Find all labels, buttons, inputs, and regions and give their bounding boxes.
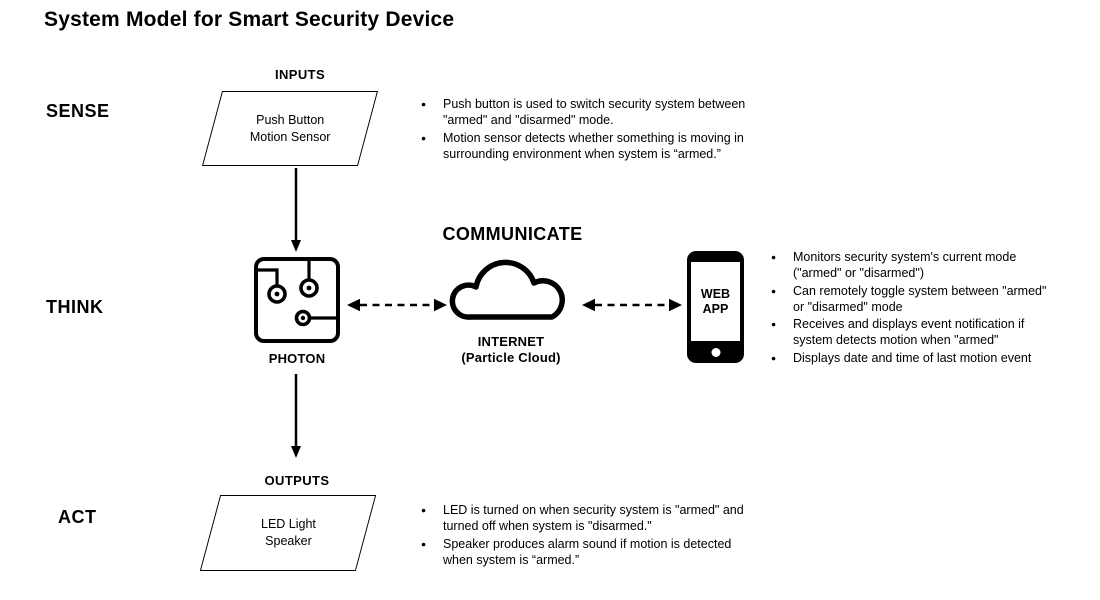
arrow-head-right [434,298,447,312]
bullet-item: Speaker produces alarm sound if motion i… [420,536,756,568]
communicate-heading: COMMUNICATE [442,224,583,244]
bullet-item: Motion sensor detects whether something … [420,130,756,162]
inputs-to-photon-arrow [291,168,301,252]
photon-internet-arrow [347,298,447,312]
arrow-head-left [582,298,595,312]
bullet-item: Push button is used to switch security s… [420,96,756,128]
bullet-item: Receives and displays event notification… [770,316,1058,348]
sense-bullet-list: Push button is used to switch security s… [420,96,756,163]
circuit-board-icon [254,257,340,343]
inputs-label: INPUTS [274,67,326,82]
arrow-head-left [347,298,360,312]
page-title: System Model for Smart Security Device [44,8,455,31]
bullet-item: LED is turned on when security system is… [420,502,756,534]
web-app-label: WEB APP [701,287,730,317]
outputs-label: OUTPUTS [264,473,330,488]
internet-label-line: INTERNET [477,334,545,349]
web-app-line-1: WEB [700,286,731,301]
cloud-icon [449,259,565,320]
inputs-line-2: Motion Sensor [249,129,331,144]
row-label-sense: SENSE [46,101,110,121]
phone-screen: WEB APP [691,262,740,341]
circuit-node-dot [300,315,306,321]
internet-label: INTERNET (Particle Cloud) [429,334,593,366]
bullet-item: Monitors security system's current mode … [770,249,1058,281]
inputs-line-1: Push Button [255,112,325,127]
web-app-line-2: APP [702,301,729,316]
act-bullet-list: LED is turned on when security system is… [420,502,756,569]
photon-label: PHOTON [268,351,326,366]
photon-to-outputs-arrow [291,374,301,458]
outputs-line-2: Speaker [264,534,312,548]
inputs-text: Push Button Motion Sensor [250,112,331,146]
circuit-trace [257,268,279,286]
home-button-dot [711,348,720,357]
circuit-node-dot [306,285,312,291]
arrow-head [291,240,301,252]
cloud-outline [449,259,565,320]
arrow-head [291,446,301,458]
arrow-head-right [669,298,682,312]
phone-icon: WEB APP [687,251,744,363]
internet-sublabel-line: (Particle Cloud) [461,350,561,365]
bullet-item: Can remotely toggle system between "arme… [770,283,1058,315]
internet-webapp-arrow [582,298,682,312]
outputs-parallelogram: LED Light Speaker [199,495,377,571]
think-bullet-list: Monitors security system's current mode … [770,249,1058,367]
inputs-parallelogram: Push Button Motion Sensor [201,91,379,166]
row-label-think: THINK [46,297,104,317]
row-label-act: ACT [58,507,97,527]
circuit-node-dot [274,291,280,297]
outputs-text: LED Light Speaker [261,516,316,550]
bullet-item: Displays date and time of last motion ev… [770,350,1058,366]
outputs-line-1: LED Light [260,517,316,531]
